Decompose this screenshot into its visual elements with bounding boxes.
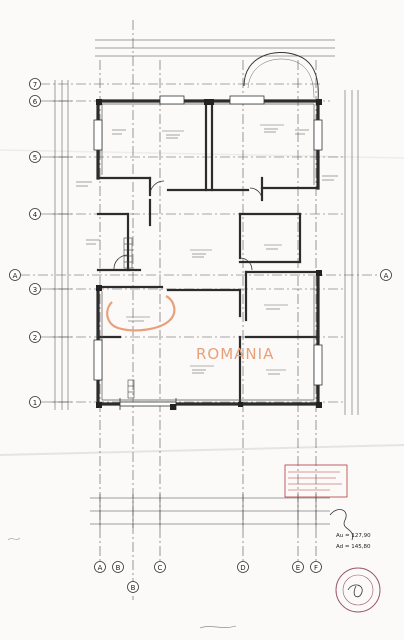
row-marker-label: 3 [33, 286, 37, 294]
left-dimension-chains [50, 80, 72, 410]
row-marker-label: 6 [33, 98, 38, 106]
column-marker-label: C [158, 564, 163, 572]
signature-scribble [199, 625, 237, 629]
balcony-arc [243, 52, 319, 102]
row-markers: 7 6 5 4 A 3 2 1 [9, 78, 41, 408]
watermark-logo-arc [106, 295, 176, 332]
columns [96, 99, 322, 410]
svg-text:B: B [131, 584, 136, 592]
approval-stamp [284, 464, 354, 541]
watermark-text: ROMANIA [196, 345, 274, 363]
paper-fold [0, 149, 404, 159]
top-dimension-chains [95, 39, 335, 57]
paper-fold [0, 444, 404, 456]
row-marker-label: 4 [33, 211, 38, 219]
column-markers: A B C D E F [94, 561, 322, 573]
stair [123, 237, 135, 399]
row-marker-label: 7 [33, 81, 37, 89]
area-built-text: Ad = 145,80 [336, 544, 371, 550]
bottom-dimension-chains [90, 494, 330, 528]
right-dimension-chains [344, 90, 359, 415]
column-marker-label: B [116, 564, 121, 572]
row-marker-label: 2 [33, 334, 37, 342]
svg-text:A: A [384, 272, 389, 280]
column-marker-label: D [240, 564, 245, 572]
openings [93, 95, 323, 410]
room-labels [76, 124, 338, 375]
corner-scribble [7, 537, 21, 541]
signature [329, 509, 354, 541]
section-marker: B [127, 581, 139, 593]
row-marker-label: 1 [33, 399, 37, 407]
axis-a-right-marker: A [380, 269, 392, 281]
column-marker-label: A [98, 564, 103, 572]
row-marker-label: 5 [33, 154, 37, 162]
column-marker-label: F [314, 564, 318, 572]
column-marker-label: E [296, 564, 300, 572]
area-useful-text: Au = 127,90 [336, 533, 371, 539]
round-seal [335, 567, 381, 613]
interior-walls [96, 99, 320, 406]
row-marker-label: A [13, 272, 18, 280]
